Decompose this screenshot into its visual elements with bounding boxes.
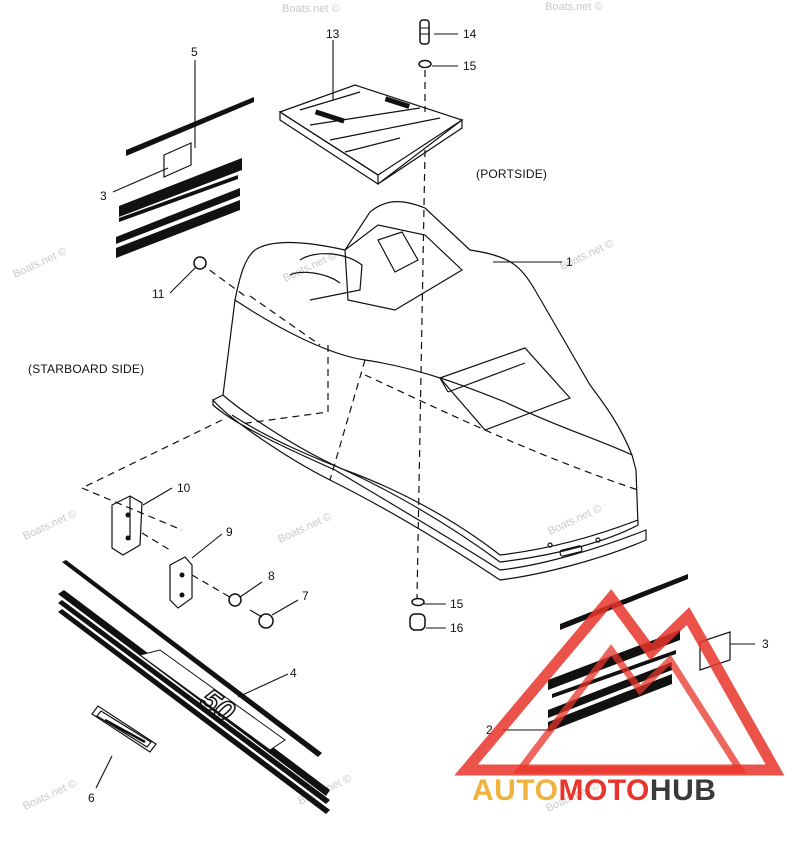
grommet-11 (193, 256, 207, 270)
watermark: Boats.net © (281, 249, 338, 284)
callout-6: 6 (88, 791, 95, 805)
brand-part-moto: MOTO (558, 774, 649, 807)
badge-6 (91, 705, 157, 753)
screw-icon (258, 613, 274, 629)
stripe-decal-upper-left (116, 97, 254, 258)
side-decal-4: 50 (58, 560, 330, 814)
cover-plate (278, 84, 464, 186)
brand-logo: AUTOMOTOHUB (454, 589, 785, 807)
callout-3-lower: 3 (762, 637, 769, 651)
fasteners-7-8 (228, 593, 274, 629)
brand-part-auto: AUTO (472, 774, 558, 807)
washer-icon (411, 597, 425, 607)
watermark: Boats.net © (546, 502, 603, 537)
nut-icon (228, 593, 242, 607)
watermark: Boats.net © (21, 777, 78, 812)
watermark: Boats.net © (545, 1, 603, 13)
latch-brackets (111, 495, 236, 609)
bolt-assembly-top (416, 19, 432, 599)
callout-9: 9 (226, 525, 233, 539)
watermark: Boats.net © (276, 510, 333, 545)
callout-16: 16 (450, 621, 464, 635)
callout-5: 5 (191, 45, 198, 59)
watermark: Boats.net © (11, 245, 68, 280)
washer-icon (418, 59, 432, 69)
callout-1: 1 (566, 255, 573, 269)
starboard-label: (STARBOARD SIDE) (28, 362, 144, 376)
bolt-icon (419, 19, 430, 45)
grommet-icon (193, 256, 207, 270)
bracket-9-icon (169, 556, 193, 609)
decal-patch (163, 142, 192, 178)
brand-part-hub: HUB (650, 774, 717, 807)
watermark: Boats.net © (21, 507, 78, 542)
engine-cover (81, 201, 647, 581)
bracket-10-icon (111, 495, 143, 556)
callout-15-lower: 15 (450, 597, 464, 611)
callout-15-upper: 15 (463, 59, 477, 73)
callout-10: 10 (177, 481, 191, 495)
side-labels: (PORTSIDE) (STARBOARD SIDE) (28, 167, 547, 376)
callout-7: 7 (302, 589, 309, 603)
nut-icon (409, 613, 426, 631)
leader-lines (95, 33, 755, 789)
callout-2: 2 (486, 723, 493, 737)
callouts: 5 3 13 14 15 1 11 10 9 8 7 15 16 4 6 2 3 (88, 27, 769, 805)
callout-11: 11 (152, 287, 165, 301)
watermark: Boats.net © (282, 3, 340, 15)
callout-4: 4 (290, 666, 297, 680)
callout-8: 8 (268, 569, 275, 583)
callout-3-upper: 3 (100, 189, 107, 203)
brand-text: AUTOMOTOHUB (472, 774, 716, 807)
callout-14: 14 (463, 27, 477, 41)
callout-13: 13 (326, 27, 340, 41)
portside-label: (PORTSIDE) (476, 167, 547, 181)
bolt-assembly-bottom (409, 597, 426, 631)
